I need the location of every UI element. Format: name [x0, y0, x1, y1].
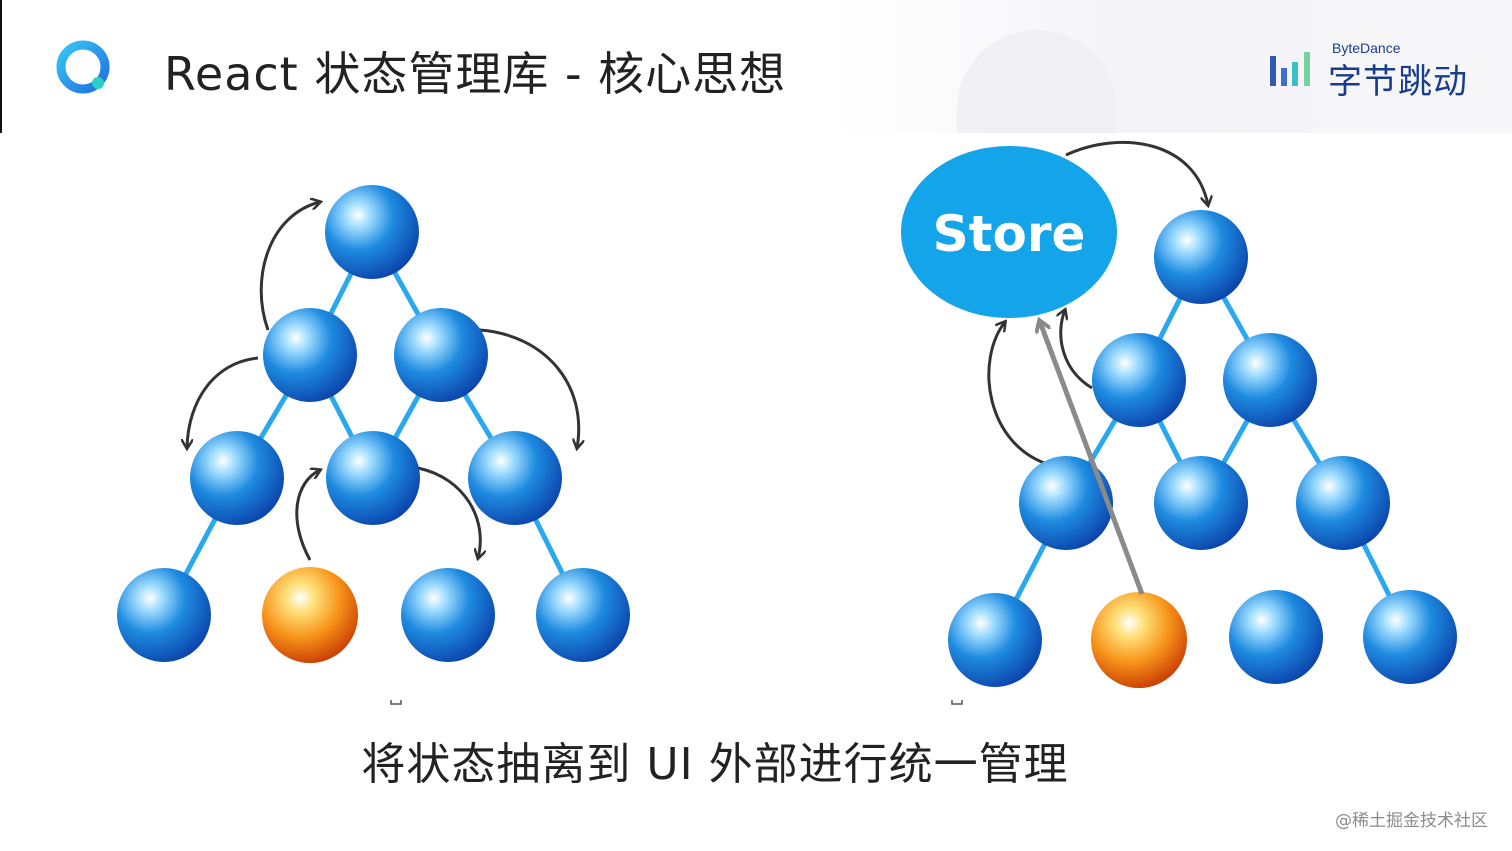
- tree-node: [326, 431, 420, 525]
- brand-name-cn: 字节跳动: [1328, 62, 1468, 102]
- tree-node: [190, 431, 284, 525]
- bytedance-bars-icon: [1270, 52, 1310, 86]
- header-decoration: [957, 30, 1117, 133]
- left-tree-arrows: [187, 202, 579, 560]
- tree-node: [263, 308, 357, 402]
- tree-node: [1019, 456, 1113, 550]
- tree-node: [1363, 590, 1457, 684]
- tree-node: [1154, 210, 1248, 304]
- tree-node: [536, 568, 630, 662]
- left-tree-edges: [161, 230, 586, 617]
- tree-node: [1229, 590, 1323, 684]
- left-tree-nodes: [117, 185, 630, 663]
- tree-node: [1223, 333, 1317, 427]
- tree-node: [468, 431, 562, 525]
- diagram-tick: [951, 700, 963, 705]
- brand-name-en: ByteDance: [1332, 40, 1401, 56]
- right-tree-nodes: [948, 210, 1457, 688]
- right-tree-arrows: [987, 140, 1208, 467]
- bytedance-logo: ByteDance 字节跳动: [1268, 40, 1478, 102]
- slide-caption: 将状态抽离到 UI 外部进行统一管理: [361, 739, 1069, 790]
- tree-node: [394, 308, 488, 402]
- tree-node: [117, 568, 211, 662]
- state-to-store-arrow: [1040, 322, 1145, 595]
- right-tree-edges: [992, 255, 1413, 642]
- tree-node: [325, 185, 419, 279]
- source-watermark: @稀土掘金技术社区: [1335, 811, 1488, 831]
- diagram-tick: [390, 700, 402, 705]
- tree-node: [401, 568, 495, 662]
- app-logo-icon: [56, 40, 110, 94]
- state-source-node: [1091, 592, 1187, 688]
- state-management-diagram: Store: [117, 140, 1457, 705]
- store-label: Store: [933, 205, 1086, 263]
- store: Store: [901, 146, 1117, 318]
- tree-node: [1154, 456, 1248, 550]
- page-title: React 状态管理库 - 核心思想: [164, 47, 787, 101]
- slide-header: React 状态管理库 - 核心思想 ByteDance 字节跳动: [0, 0, 1512, 133]
- state-source-node: [262, 567, 358, 663]
- tree-node: [1092, 333, 1186, 427]
- tree-node: [1296, 456, 1390, 550]
- tree-node: [948, 593, 1042, 687]
